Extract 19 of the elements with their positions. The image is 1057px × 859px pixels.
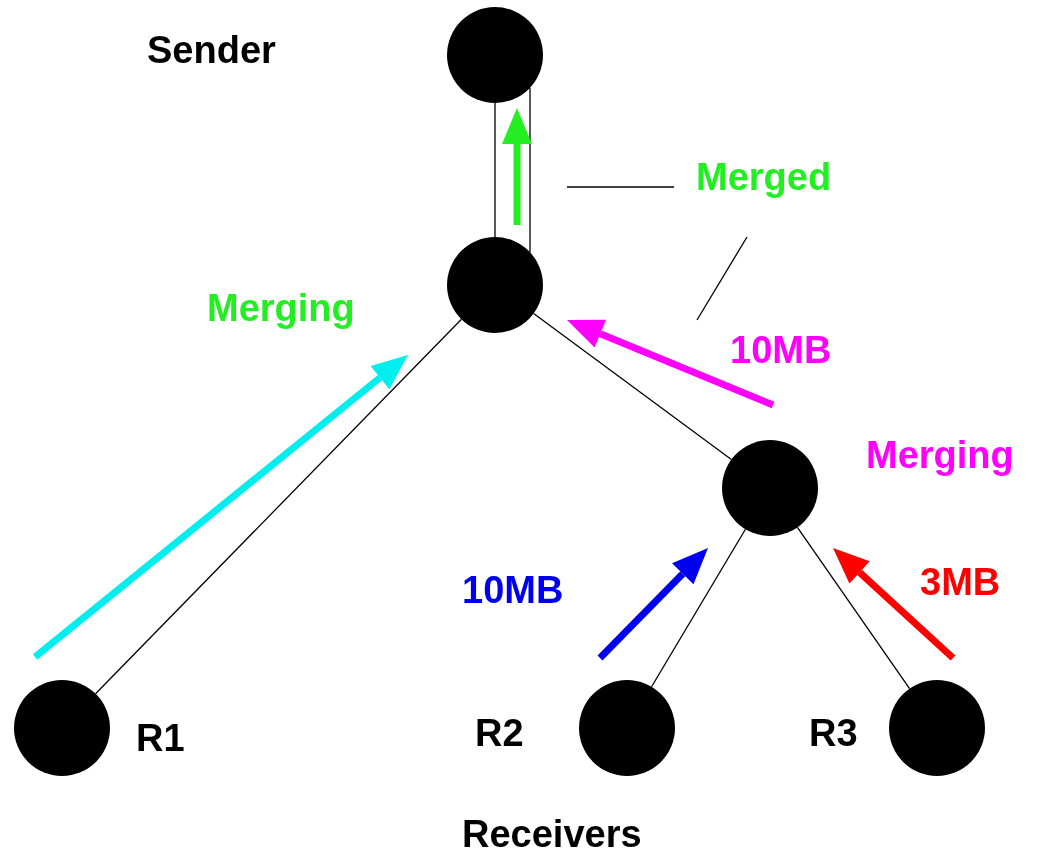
size-label: 10MB (462, 568, 564, 612)
node-label: Merging (207, 286, 355, 330)
link-line (650, 528, 747, 688)
node-label: R2 (475, 711, 524, 755)
link-line (529, 87, 531, 253)
node-label: R1 (136, 716, 185, 760)
link-line (532, 312, 733, 461)
node-label: R3 (809, 711, 858, 755)
leader-line (566, 186, 675, 188)
group-label: Receivers (462, 812, 642, 856)
link-line (494, 102, 496, 238)
text-label: Merged (696, 155, 872, 199)
group-label: Sender (147, 28, 276, 72)
size-label: 3MB (920, 560, 1001, 604)
link-line (796, 526, 911, 690)
size-label: 10MB (730, 328, 832, 372)
link-line (94, 318, 463, 695)
node-label: Merging (866, 433, 1014, 477)
leader-line (696, 236, 748, 321)
